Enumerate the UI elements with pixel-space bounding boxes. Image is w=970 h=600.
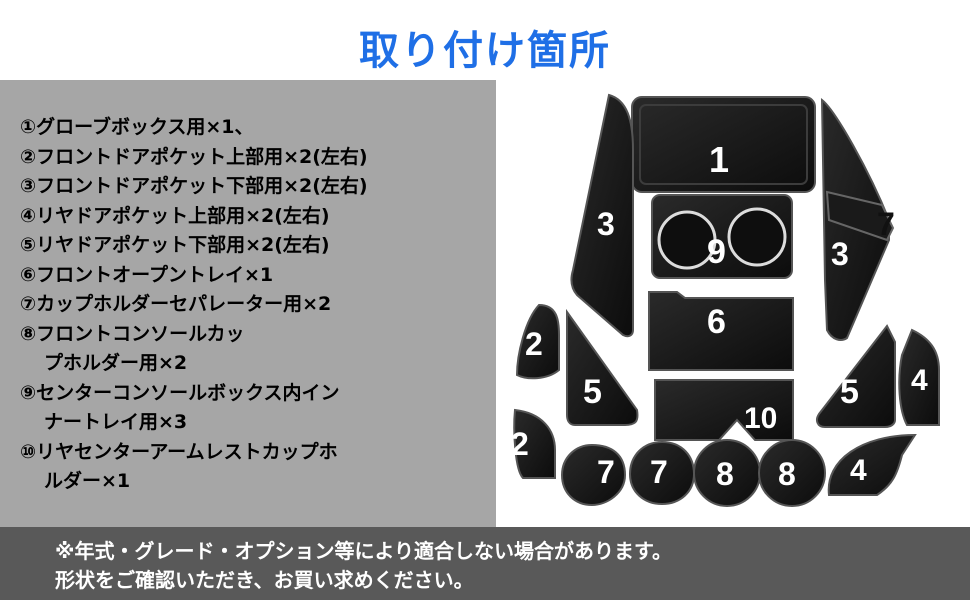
label-2-bottom: 2 bbox=[511, 426, 529, 462]
product-photo: 1 3 3 7 9 6 2 5 5 4 10 2 7 7 8 8 4 bbox=[497, 80, 970, 527]
note-line-2: 形状をご確認いただき、お買い求めください。 bbox=[55, 568, 474, 592]
mat-7-right bbox=[825, 190, 895, 242]
list-item: ③フロントドアポケット下部用×2(左右) bbox=[20, 175, 368, 197]
label-3-left: 3 bbox=[597, 206, 615, 242]
list-item-continuation: ルダー×1 bbox=[44, 470, 131, 492]
mat-8-right bbox=[758, 439, 826, 507]
list-item: ⑧フロントコンソールカッ bbox=[20, 322, 245, 345]
label-7-right: 7 bbox=[877, 206, 895, 242]
label-5-right: 5 bbox=[840, 373, 859, 411]
label-8-right: 8 bbox=[778, 456, 796, 492]
label-9: 9 bbox=[707, 233, 726, 271]
mat-2-bottom bbox=[513, 408, 556, 479]
list-item-continuation: ナートレイ用×3 bbox=[44, 411, 188, 433]
label-3-right: 3 bbox=[831, 236, 849, 272]
mat-4-bottom bbox=[827, 433, 917, 496]
list-item: ⑤リヤドアポケット下部用×2(左右) bbox=[20, 234, 330, 256]
label-7-mid: 7 bbox=[650, 454, 668, 490]
label-6: 6 bbox=[707, 303, 726, 341]
label-4-top: 4 bbox=[911, 364, 928, 397]
list-item-continuation: プホルダー用×2 bbox=[44, 352, 188, 374]
label-4-bottom: 4 bbox=[850, 454, 867, 487]
parts-list: ①グローブボックス用×1、 ②フロントドアポケット上部用×2(左右) ③フロント… bbox=[20, 113, 490, 497]
mat-2-top bbox=[515, 303, 560, 380]
mat-7-left bbox=[560, 443, 627, 507]
label-10: 10 bbox=[744, 402, 777, 435]
label-8-left: 8 bbox=[716, 456, 734, 492]
label-5-left: 5 bbox=[583, 373, 602, 411]
mat-5-right bbox=[816, 324, 896, 428]
list-item: ⑨センターコンソールボックス内イン bbox=[20, 381, 340, 404]
parts-list-panel bbox=[0, 80, 496, 527]
list-item: ⑩リヤセンターアームレストカップホ bbox=[20, 440, 338, 463]
mats-illustration: 1 3 3 7 9 6 2 5 5 4 10 2 7 7 8 8 4 bbox=[511, 93, 940, 507]
mat-10 bbox=[654, 379, 794, 441]
list-item: ④リヤドアポケット上部用×2(左右) bbox=[20, 204, 330, 227]
disclaimer-note: ※年式・グレード・オプション等により適合しない場合があります。 形状をご確認いた… bbox=[55, 537, 955, 595]
list-item: ⑥フロントオープントレイ×1 bbox=[20, 263, 274, 286]
mat-5-left bbox=[566, 308, 639, 426]
footer-bar bbox=[0, 527, 970, 600]
page-title: 取り付け箇所 bbox=[359, 28, 611, 74]
list-item: ①グローブボックス用×1、 bbox=[20, 116, 254, 138]
list-item: ②フロントドアポケット上部用×2(左右) bbox=[20, 145, 368, 168]
label-7-left: 7 bbox=[597, 454, 615, 490]
mat-3-left bbox=[570, 93, 634, 338]
note-line-1: ※年式・グレード・オプション等により適合しない場合があります。 bbox=[55, 539, 673, 563]
mat-6 bbox=[648, 291, 794, 371]
mat-4-top bbox=[898, 328, 940, 426]
mat-7-mid bbox=[628, 440, 696, 506]
list-item: ⑦カップホルダーセパレーター用×2 bbox=[20, 293, 332, 315]
label-1: 1 bbox=[709, 139, 729, 180]
label-2-top: 2 bbox=[525, 326, 543, 362]
